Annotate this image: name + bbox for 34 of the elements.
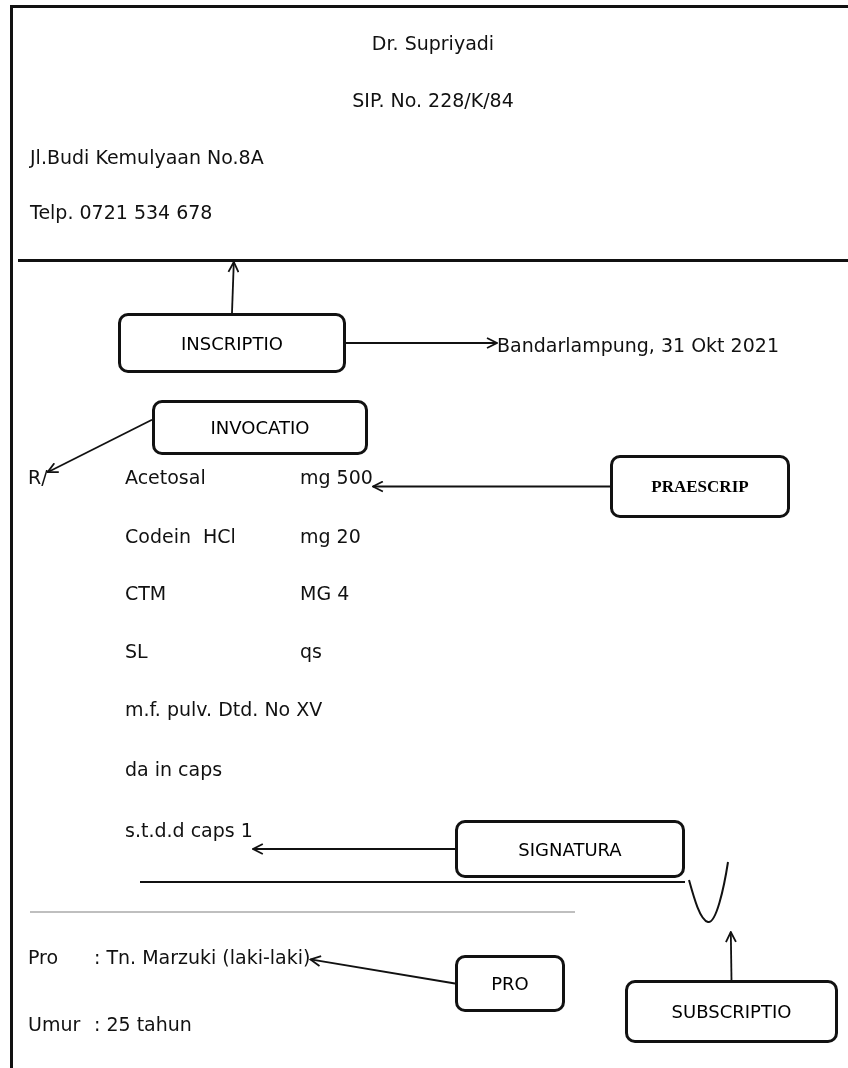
- arrow: [725, 931, 737, 981]
- text-line: Jl.Budi Kemulyaan No.8A: [30, 145, 264, 169]
- callout-box: INVOCATIO: [152, 400, 368, 455]
- text-line: SIP. No. 228/K/84: [351, 88, 515, 112]
- text-line: MG 4: [300, 581, 350, 605]
- text-line: mg 500: [300, 465, 373, 489]
- text-line: CTM: [125, 581, 167, 605]
- text-line: SL: [125, 639, 148, 663]
- callout-box: INSCRIPTIO: [118, 313, 346, 373]
- arrow: [227, 261, 240, 314]
- text-line: Pro: [28, 945, 59, 969]
- text-line: qs: [300, 639, 322, 663]
- callout-box: PRO: [455, 955, 565, 1012]
- text-line: Dr. Supriyadi: [370, 31, 496, 55]
- text-line: R/: [28, 465, 48, 489]
- arrow: [309, 955, 456, 985]
- arrow: [345, 337, 498, 349]
- callout-box: SIGNATURA: [455, 820, 685, 878]
- text-line: s.t.d.d caps 1: [125, 818, 253, 842]
- text-line: m.f. pulv. Dtd. No XV: [125, 697, 323, 721]
- text-line: : Tn. Marzuki (laki-laki): [94, 945, 311, 969]
- text-line: Codein HCl: [125, 524, 236, 548]
- arrow: [251, 843, 456, 855]
- text-line: Bandarlampung, 31 Okt 2021: [497, 333, 779, 357]
- text-line: Acetosal: [125, 465, 206, 489]
- arrow: [372, 480, 611, 493]
- callout-box: PRAESCRIP: [610, 455, 790, 518]
- text-line: Umur: [28, 1012, 81, 1036]
- callout-box: SUBSCRIPTIO: [625, 980, 838, 1043]
- text-line: Telp. 0721 534 678: [30, 200, 213, 224]
- arrow: [46, 418, 153, 474]
- text-line: : 25 tahun: [94, 1012, 192, 1036]
- text-line: mg 20: [300, 524, 361, 548]
- text-line: da in caps: [125, 757, 223, 781]
